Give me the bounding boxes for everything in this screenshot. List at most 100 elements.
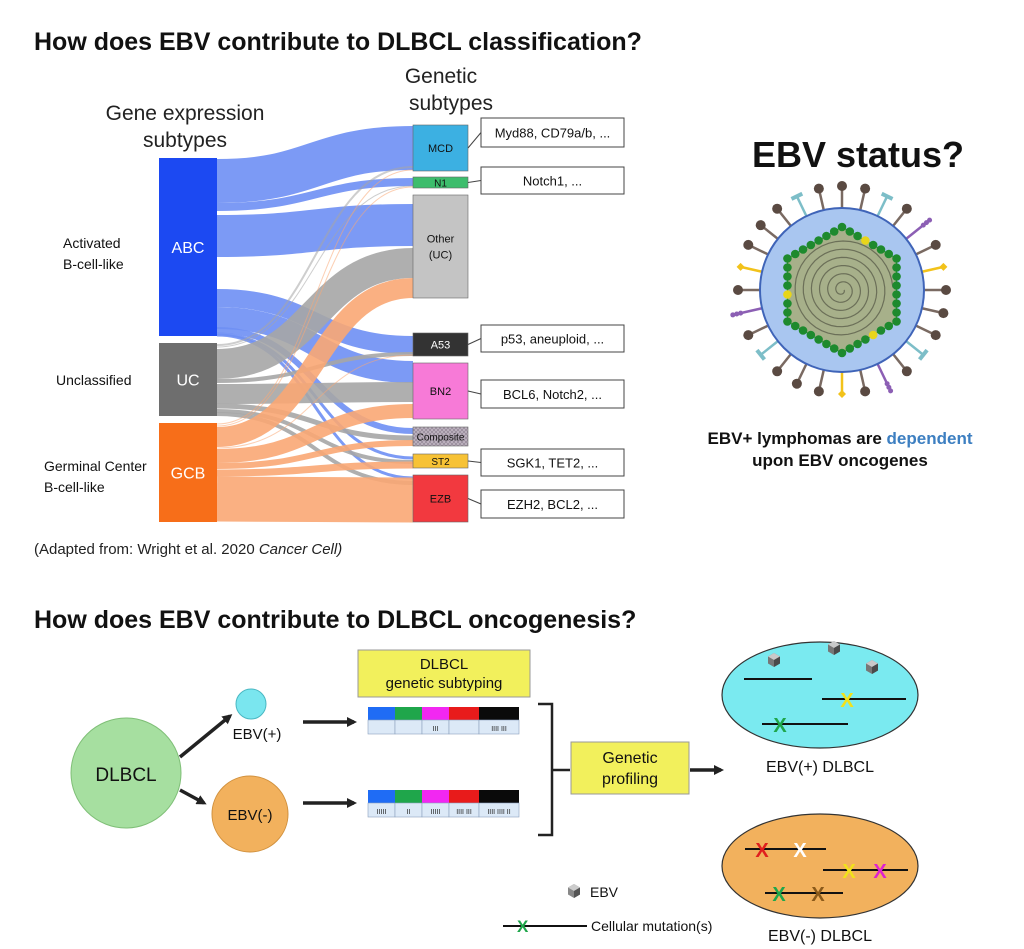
side-label-gcb-1: B-cell-like <box>44 479 105 495</box>
ebv-pos-cell <box>721 641 919 749</box>
flow-uc-to-bn2 <box>216 382 414 404</box>
flow-gcb-to-ezb <box>216 476 414 523</box>
virus-spike-head <box>733 285 743 295</box>
ebv_neg-tally-0: IIIII <box>377 809 387 816</box>
virus-capsomere <box>868 330 878 340</box>
gene-box-n1 <box>480 166 625 195</box>
ebv-pos-result-label: EBV(+) DLBCL <box>766 759 874 776</box>
neg-mutation-5: X <box>811 884 825 906</box>
flow-gcb-to-bn2 <box>216 404 414 463</box>
virus-capsomere <box>861 335 870 344</box>
virus-capsomere <box>822 339 831 349</box>
ebv_neg-tally-1: II <box>407 809 411 816</box>
arrow-to-ebv-pos <box>178 714 233 759</box>
ebv-particle-legend-icon <box>568 884 580 898</box>
node-composite <box>412 426 469 447</box>
citation-text: (Adapted from: Wright et al. 2020 <box>34 541 259 558</box>
gene-box-st2-text: SGK1, TET2, ... <box>507 456 599 471</box>
gene-box-bn2-text: BCL6, Notch2, ... <box>503 387 602 402</box>
flow-abc-to-ezb <box>216 333 414 480</box>
virus-spike-stalk <box>740 307 763 315</box>
ebv_pos-subtype-color-0 <box>368 707 395 720</box>
classification-title: How does EBV contribute to DLBCL classif… <box>34 28 642 56</box>
virus-glycoprotein <box>880 191 894 201</box>
virus-glycoprotein <box>790 191 804 201</box>
virus-capsomere <box>814 335 823 344</box>
virus-capsomere <box>783 263 792 272</box>
virus-spike-head <box>930 330 941 341</box>
ebv-pos-label: EBV(+) <box>233 726 282 743</box>
results-bracket <box>538 702 554 837</box>
virus-capsomere <box>822 231 831 241</box>
ebv_pos-subtype-color-3 <box>449 707 479 720</box>
virus-capsomere <box>783 281 792 290</box>
dlbcl-circle <box>70 717 182 829</box>
pos-ebv-particles <box>768 641 878 674</box>
virus-spike-stalk <box>905 340 925 356</box>
ebv-neg-circle <box>211 775 289 853</box>
ebv-neg-result-label: EBV(-) DLBCL <box>768 928 872 945</box>
virus-yellow-tip <box>838 390 846 398</box>
virus-capsomere <box>892 263 901 272</box>
node-ezb-label-0: EZB <box>430 494 451 506</box>
virus-spike-stalk <box>795 195 808 217</box>
ebv_neg-subtype-color-4 <box>479 790 519 803</box>
node-a53-label-0: A53 <box>431 340 451 352</box>
node-uc <box>159 343 217 416</box>
side-label-abc-1: B-cell-like <box>63 256 124 272</box>
ebv_pos-subtype-color-1 <box>395 707 422 720</box>
virus-spike-stalk <box>876 195 889 217</box>
virus-spike-head <box>755 220 766 231</box>
virus-spike-head <box>860 386 871 397</box>
neg-mutation-0: X <box>755 840 769 862</box>
virus-spike-head <box>772 203 783 214</box>
virus-spike-stalk <box>921 265 944 273</box>
ebv_pos-tally-2: III <box>433 726 439 733</box>
node-other-label-0: Other <box>427 234 455 246</box>
ebv_pos-subtype-color-4 <box>479 707 519 720</box>
sankey-flows <box>216 126 414 523</box>
side-label-uc-0: Unclassified <box>56 372 131 388</box>
virus-capsomere <box>876 245 886 254</box>
gene-box-a53-text: p53, aneuploid, ... <box>501 332 604 347</box>
profiling-box <box>570 741 690 795</box>
flow-gcb-to-other <box>216 278 414 447</box>
virus-capsomere <box>892 254 901 263</box>
virus-purple-bead <box>738 310 744 316</box>
ebv-virus-illustration <box>730 181 951 398</box>
virus-capsomere <box>783 254 792 263</box>
ebv-pos-circle <box>235 688 267 720</box>
ebv_pos-subtype-cell-0 <box>367 719 396 735</box>
ebv_neg-subtype-color-0 <box>368 790 395 803</box>
virus-spike-head <box>938 308 949 319</box>
ebv_pos-subtype-cell-4 <box>478 719 520 735</box>
virus-capsomere <box>853 339 862 349</box>
genetic-header-1: Genetic <box>405 65 477 88</box>
ebv_neg-subtype-color-2 <box>422 790 449 803</box>
ebv_neg-tally-3: IIII III <box>456 809 472 816</box>
virus-yellow-tip <box>939 262 948 271</box>
oncogenesis-title: How does EBV contribute to DLBCL oncogen… <box>34 606 637 634</box>
virus-spike-head <box>930 239 941 250</box>
node-bn2-label-0: BN2 <box>430 386 451 398</box>
virus-spike-stalk <box>876 363 889 385</box>
ebv-particle <box>768 653 780 667</box>
legend: EBV X Cellular mutation(s) <box>503 884 712 936</box>
subtyping-box <box>357 649 531 698</box>
virus-capsomere <box>892 290 901 299</box>
virus-glycoprotein <box>755 348 766 361</box>
citation-caption: (Adapted from: Wright et al. 2020 Cancer… <box>34 541 342 558</box>
virus-spike-stalk <box>905 224 925 240</box>
virus-capsomere <box>790 321 800 331</box>
virus-purple-bead <box>734 311 740 317</box>
virus-purple-bead <box>888 388 894 394</box>
flow-gcb-to-mcd <box>216 169 414 425</box>
workflow-diagram: DLBCL EBV(+) EBV(-) DLBCL genetic subtyp… <box>70 641 919 945</box>
virus-capsomere <box>845 227 855 236</box>
gene-box-ezb-text: EZH2, BCL2, ... <box>507 497 598 512</box>
node-abc-label: ABC <box>172 240 205 257</box>
